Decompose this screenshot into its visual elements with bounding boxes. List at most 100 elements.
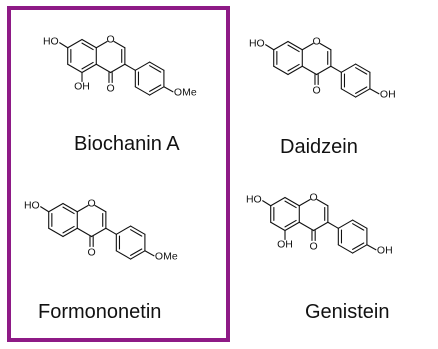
- para-substituent-label: OH: [380, 89, 396, 101]
- aryl-link-bond: [327, 221, 339, 229]
- ring-b-bond: [115, 250, 132, 260]
- compound-name-biochanin-a: Biochanin A: [74, 133, 180, 155]
- ring-b-double-bond: [355, 67, 368, 75]
- para-substituent-bond: [366, 244, 377, 251]
- ring-a-bond: [48, 227, 64, 238]
- ring-a-double-bond: [62, 225, 75, 234]
- para-substituent-label: OH: [377, 245, 393, 257]
- ring-a-bond: [284, 196, 300, 207]
- ring-a-bond: [67, 63, 83, 74]
- para-substituent-bond: [144, 250, 155, 257]
- ring-b-double-bond: [355, 86, 368, 94]
- ring-c-bond: [91, 227, 107, 238]
- ring-b-bond: [355, 63, 371, 73]
- ring-a-double-bond: [62, 206, 75, 215]
- ring-c-bond: [313, 221, 329, 232]
- ring-a-bond: [270, 196, 286, 207]
- ring-a-bond: [270, 221, 286, 232]
- hydroxy-7-bond: [262, 200, 272, 207]
- ring-a-double-bond: [284, 219, 297, 228]
- ring-c-bond: [301, 65, 318, 76]
- aryl-link-bond: [124, 63, 136, 71]
- ring-c-bond: [113, 40, 126, 49]
- ring-b-bond: [337, 219, 354, 229]
- hydroxy-7-bond: [59, 42, 69, 49]
- ring-b-bond: [355, 88, 371, 98]
- ring-a-double-bond: [81, 61, 94, 70]
- ring-b-bond: [130, 225, 146, 235]
- ring-oxygen-label: O: [87, 197, 95, 209]
- ring-b-double-bond: [130, 229, 143, 237]
- ring-b-bond: [352, 244, 368, 254]
- hydroxy-7-bond: [265, 44, 275, 51]
- ring-a-bond: [62, 202, 78, 213]
- structure-genistein: O O OH HO OH: [246, 191, 393, 257]
- hydroxy-7-label: HO: [249, 38, 265, 50]
- ring-c-bond: [95, 63, 112, 74]
- ring-a-double-bond: [284, 200, 297, 209]
- ring-b-double-bond: [149, 65, 162, 73]
- ring-a-bond: [273, 40, 289, 51]
- ring-c-bond: [319, 42, 332, 51]
- ring-c-bond: [298, 221, 315, 232]
- ring-b-double-bond: [352, 242, 365, 250]
- carbonyl-oxygen-label: O: [309, 240, 317, 252]
- ring-b-bond: [149, 61, 165, 71]
- highlight-frame: [7, 6, 230, 342]
- para-substituent-bond: [369, 88, 380, 95]
- ring-b-double-bond: [352, 223, 365, 231]
- ring-b-bond: [134, 86, 151, 96]
- ring-b-bond: [134, 61, 151, 71]
- para-substituent-label: OMe: [174, 87, 197, 99]
- ring-oxygen-label: O: [309, 191, 317, 203]
- ring-a-bond: [284, 221, 300, 232]
- ring-oxygen-label: O: [312, 35, 320, 47]
- para-substituent-bond: [163, 86, 174, 93]
- ring-b-bond: [130, 250, 146, 260]
- ring-a-bond: [287, 40, 303, 51]
- ring-b-bond: [337, 244, 354, 254]
- carbonyl-oxygen-label: O: [106, 82, 114, 94]
- structure-biochanin-a: O O OMe HO OH: [43, 33, 197, 99]
- ring-b-double-bond: [149, 84, 162, 92]
- hydroxy-7-label: HO: [43, 36, 59, 48]
- ring-c-bond: [76, 227, 93, 238]
- ring-c-bond: [316, 198, 329, 207]
- carbonyl-oxygen-label: O: [87, 246, 95, 258]
- ring-a-double-bond: [287, 63, 300, 72]
- ring-a-bond: [287, 65, 303, 76]
- hydroxy-7-bond: [40, 206, 50, 213]
- ring-b-bond: [352, 219, 368, 229]
- carbonyl-oxygen-label: O: [312, 84, 320, 96]
- aryl-link-bond: [105, 227, 117, 235]
- hydroxy-5-label: OH: [277, 238, 293, 250]
- ring-a-double-bond: [287, 44, 300, 53]
- ring-a-bond: [62, 227, 78, 238]
- compound-name-daidzein: Daidzein: [280, 136, 358, 158]
- ring-a-bond: [48, 202, 64, 213]
- ring-c-bond: [110, 63, 126, 74]
- ring-a-double-bond: [81, 42, 94, 51]
- ring-b-bond: [340, 63, 357, 73]
- ring-c-bond: [94, 204, 107, 213]
- ring-a-bond: [67, 38, 83, 49]
- ring-b-double-bond: [130, 248, 143, 256]
- ring-c-bond: [95, 40, 108, 49]
- ring-c-bond: [301, 42, 314, 51]
- compound-name-genistein: Genistein: [305, 301, 390, 323]
- hydroxy-5-label: OH: [74, 80, 90, 92]
- compound-name-formononetin: Formononetin: [38, 301, 162, 323]
- ring-a-bond: [81, 63, 97, 74]
- ring-c-bond: [298, 198, 311, 207]
- ring-b-bond: [340, 88, 357, 98]
- aryl-link-bond: [330, 65, 342, 73]
- ring-oxygen-label: O: [106, 33, 114, 45]
- hydroxy-7-label: HO: [246, 194, 262, 206]
- ring-a-bond: [273, 65, 289, 76]
- hydroxy-7-label: HO: [24, 200, 40, 212]
- ring-a-bond: [81, 38, 97, 49]
- ring-b-bond: [115, 225, 132, 235]
- ring-c-bond: [316, 65, 332, 76]
- ring-b-bond: [149, 86, 165, 96]
